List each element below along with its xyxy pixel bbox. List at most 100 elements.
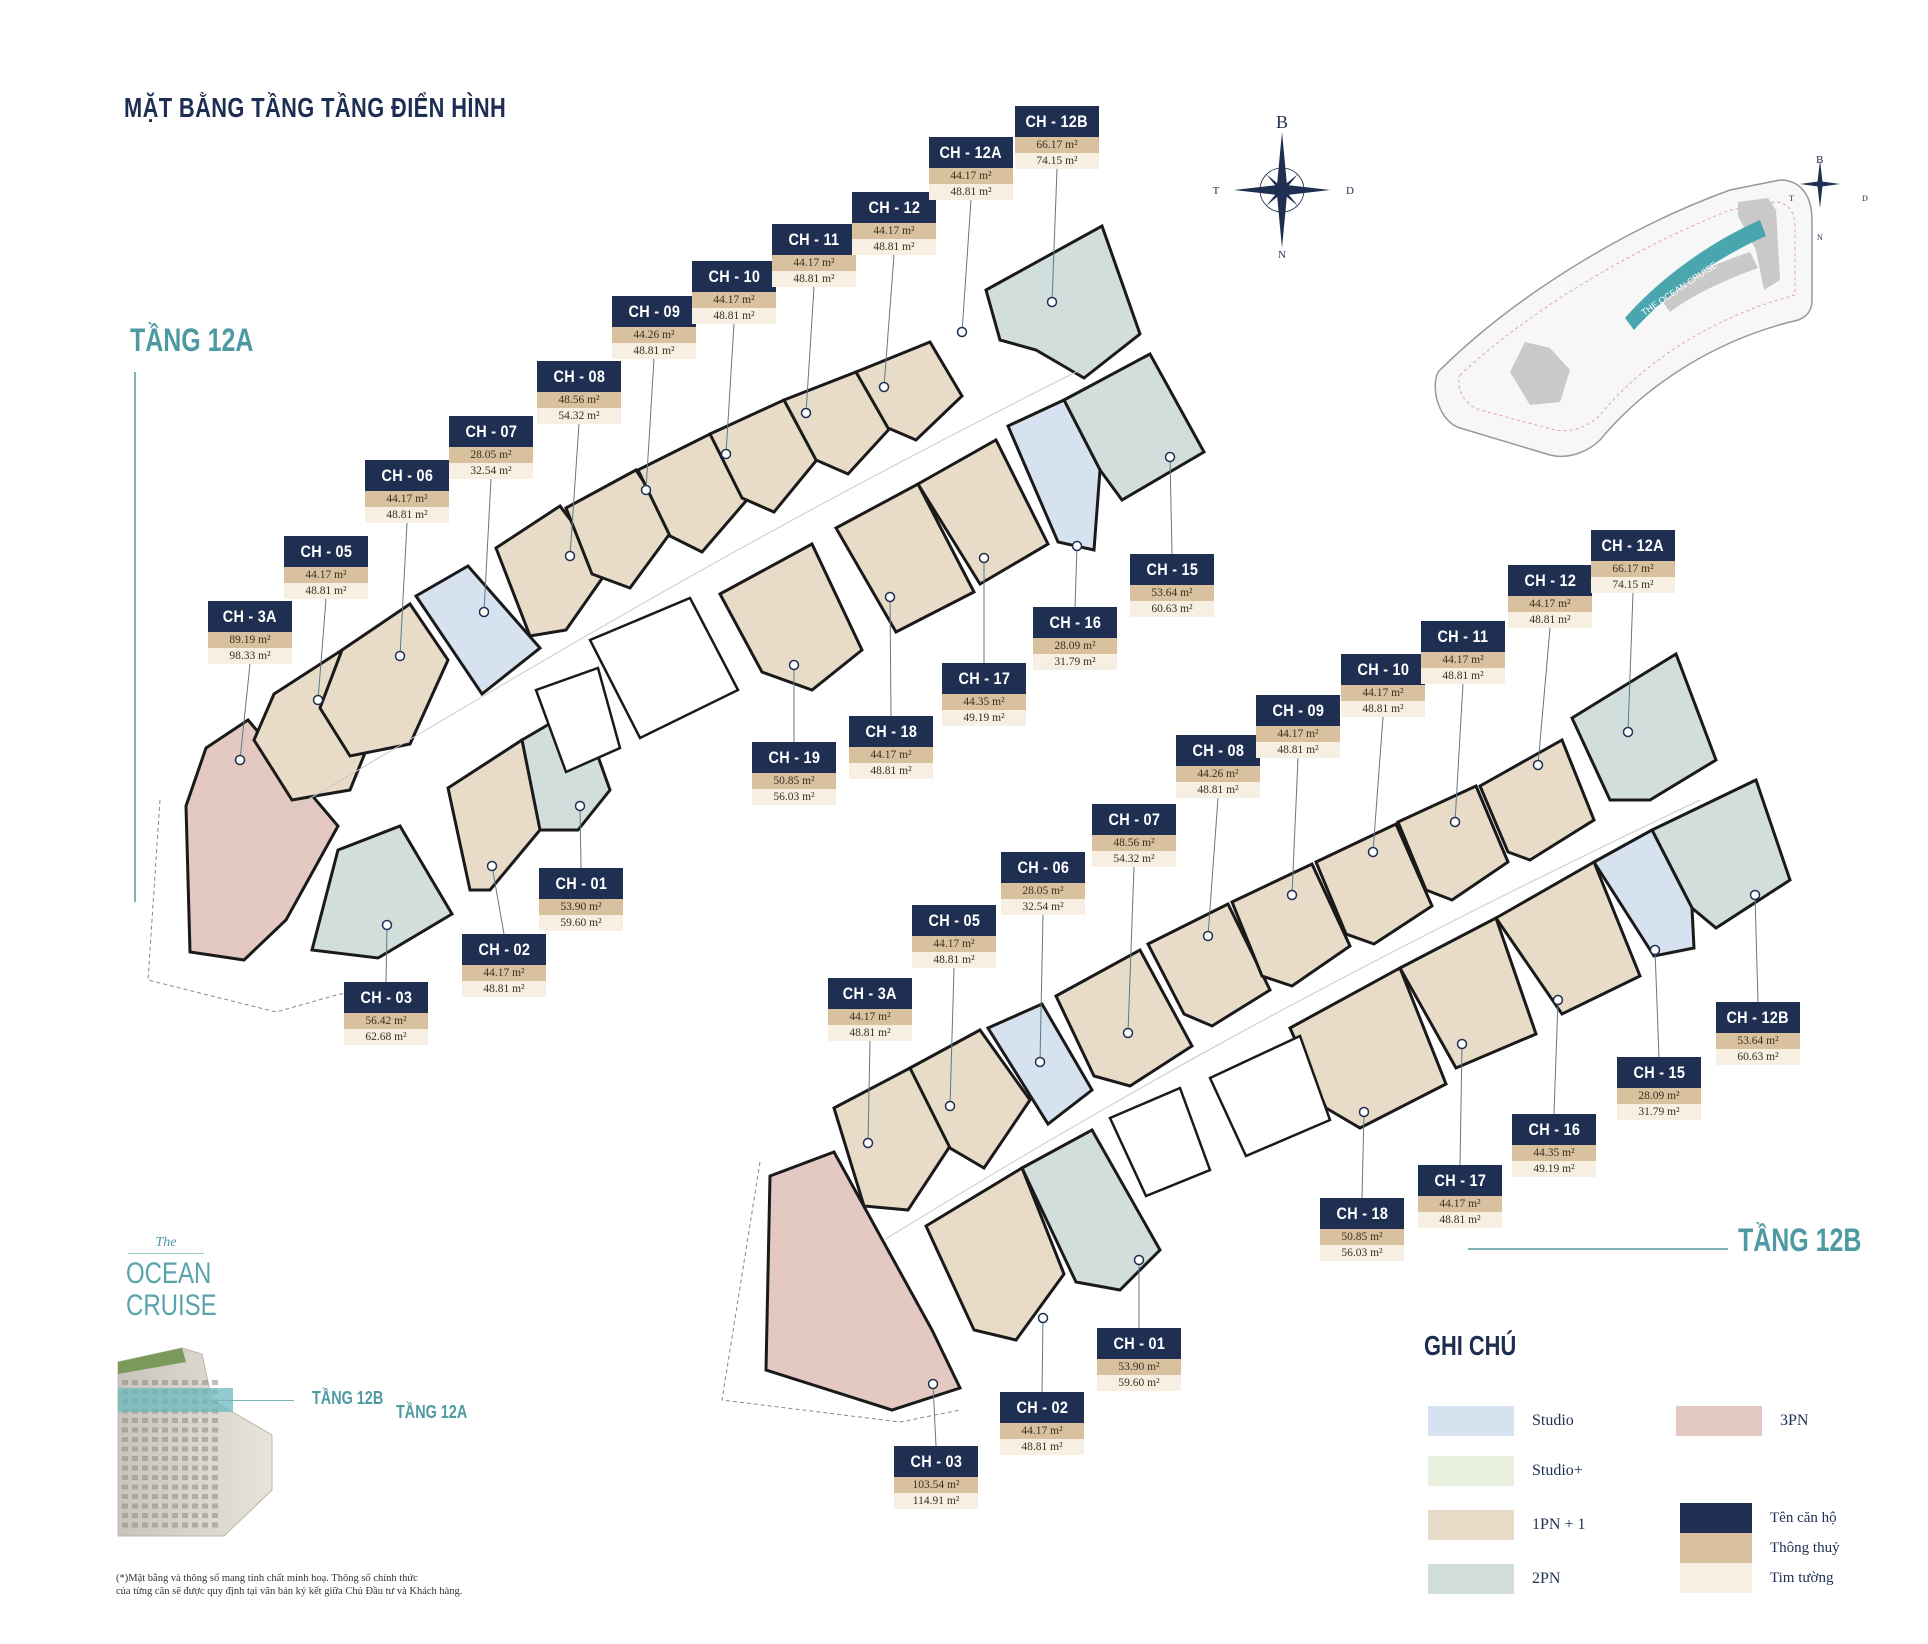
unit-room[interactable] xyxy=(833,481,977,634)
leader-line xyxy=(805,286,815,414)
unit-net-area: 44.35 m² xyxy=(1512,1145,1596,1161)
unit-name: CH - 12B xyxy=(1716,1002,1800,1033)
unit-name: CH - 02 xyxy=(462,934,546,965)
unit-room[interactable] xyxy=(1478,737,1596,862)
unit-room[interactable] xyxy=(1006,398,1102,552)
unit-net-area: 44.26 m² xyxy=(612,327,696,343)
unit-net-area: 44.17 m² xyxy=(1256,726,1340,742)
key-compass-west: T xyxy=(1789,194,1794,203)
tag-key-row: Tim tường xyxy=(1680,1563,1840,1593)
unit-room[interactable] xyxy=(781,370,894,476)
unit-room[interactable] xyxy=(446,737,542,892)
unit-room[interactable] xyxy=(1570,651,1718,802)
corridor-a xyxy=(289,369,1081,811)
unit-pin xyxy=(788,659,800,671)
unit-room[interactable] xyxy=(1314,821,1434,946)
unit-room[interactable] xyxy=(1145,901,1272,1028)
leader-line xyxy=(399,522,408,657)
unit-net-area: 89.19 m² xyxy=(208,632,292,648)
unit-pin xyxy=(381,919,393,931)
unit-pin xyxy=(978,552,990,564)
unit-name: CH - 05 xyxy=(912,905,996,936)
unit-room[interactable] xyxy=(1230,861,1352,988)
key-compass-east: D xyxy=(1862,194,1868,203)
floor-12a-plan xyxy=(147,168,1207,1013)
leader-line xyxy=(1372,716,1384,853)
unit-room[interactable] xyxy=(707,398,822,514)
unit-room[interactable] xyxy=(764,1150,963,1412)
unit-gross-area: 48.81 m² xyxy=(462,981,546,997)
floor-12a-label: TẦNG 12A xyxy=(130,322,254,358)
unit-room[interactable] xyxy=(853,340,964,442)
unit-room[interactable] xyxy=(564,468,676,590)
unit-room[interactable] xyxy=(1397,915,1538,1070)
unit-room[interactable] xyxy=(915,437,1050,587)
leader-line xyxy=(1754,894,1759,1003)
unit-net-area: 48.56 m² xyxy=(1092,835,1176,851)
unit-gross-area: 62.68 m² xyxy=(344,1029,428,1045)
unit-room[interactable] xyxy=(318,601,450,758)
unit-name: CH - 16 xyxy=(1033,607,1117,638)
unit-room[interactable] xyxy=(1591,827,1696,958)
unit-gross-area: 31.79 m² xyxy=(1617,1104,1701,1120)
leader-line xyxy=(1454,683,1464,823)
unit-room[interactable] xyxy=(1054,947,1194,1088)
unit-room[interactable] xyxy=(908,1028,1032,1171)
unit-room[interactable] xyxy=(310,824,455,960)
unit-room[interactable] xyxy=(1020,1127,1162,1292)
unit-net-area: 44.17 m² xyxy=(284,567,368,583)
leader-line xyxy=(1041,1317,1044,1393)
unit-room[interactable] xyxy=(832,1066,956,1212)
unit-room[interactable] xyxy=(413,564,543,697)
unit-pin xyxy=(1164,451,1176,463)
unit-room[interactable] xyxy=(1493,859,1642,1016)
unit-name: CH - 05 xyxy=(284,536,368,567)
unit-room[interactable] xyxy=(984,223,1142,380)
legend-item: 3PN xyxy=(1676,1406,1808,1436)
unit-room[interactable] xyxy=(717,541,864,692)
unit-room[interactable] xyxy=(1396,783,1510,902)
unit-net-area: 44.17 m² xyxy=(1421,652,1505,668)
unit-room[interactable] xyxy=(924,1165,1066,1342)
core-shaft xyxy=(1108,1086,1212,1198)
unit-net-area: 28.05 m² xyxy=(1001,883,1085,899)
